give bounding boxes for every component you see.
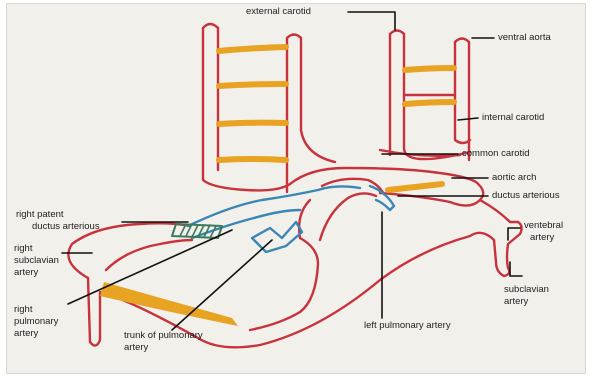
- label-right-pulmonary-line1: right: [14, 304, 32, 315]
- left-top-cap: [203, 24, 218, 28]
- label-right-subclavian-line2: subclavian: [14, 255, 59, 266]
- label-right-pulmonary-line2: pulmonary: [14, 316, 58, 327]
- arch-rung-4: [219, 159, 286, 160]
- trunk-pulmonary-blue: [252, 222, 302, 252]
- label-trunk-pulmonary-line2: artery: [124, 342, 148, 353]
- label-internal-carotid: internal carotid: [482, 112, 544, 123]
- center-left-top-cap: [287, 35, 301, 39]
- label-right-subclavian-line1: right: [14, 243, 32, 254]
- right-arch-curve: [320, 193, 376, 240]
- label-ventral-aorta: ventral aorta: [498, 32, 551, 43]
- label-right-subclavian-line3: artery: [14, 267, 38, 278]
- common-carotid-line: [380, 150, 460, 156]
- right-rung-2: [405, 102, 454, 104]
- right-rung-1: [405, 68, 454, 70]
- label-subclavian-line1: subclavian: [504, 284, 549, 295]
- right-ladder-left-wall: [455, 42, 470, 143]
- label-subclavian-line2: artery: [504, 296, 528, 307]
- leader-subclavian: [510, 262, 522, 276]
- leader-internal-carotid: [458, 118, 478, 120]
- left-outer-vessel-wall: [203, 28, 290, 190]
- arch-rung-2: [219, 84, 286, 86]
- label-external-carotid: external carotid: [246, 6, 311, 17]
- pulmonary-blue-upper: [188, 186, 360, 226]
- label-left-pulmonary: left pulmonary artery: [364, 320, 451, 331]
- center-left-inner-wall: [301, 38, 335, 162]
- pulmonary-blue-lower: [192, 210, 300, 238]
- label-vertebral-line2: artery: [530, 232, 554, 243]
- right-ladder-top-cap: [455, 39, 469, 43]
- leader-external-carotid: [348, 12, 395, 30]
- common-carotid-u: [318, 34, 390, 160]
- ductus-orange: [388, 184, 442, 190]
- label-right-patent-line1: right patent: [16, 209, 64, 220]
- arch-rung-1: [219, 47, 286, 51]
- leader-lines: [62, 12, 522, 330]
- label-ductus-arterious: ductus arterious: [492, 190, 560, 201]
- central-u-right-wall-inner: [404, 34, 470, 159]
- aortic-arch-outer: [290, 168, 483, 206]
- label-right-pulmonary-line3: artery: [14, 328, 38, 339]
- arch-rung-3: [219, 123, 286, 124]
- left-subclavian-upper-wall: [470, 200, 522, 276]
- label-common-carotid: common carotid: [462, 148, 530, 159]
- label-right-patent-line2: ductus arterious: [32, 221, 100, 232]
- right-subclavian-inner: [106, 240, 192, 270]
- descending-aorta-inner: [250, 238, 318, 330]
- leader-right-pulmonary: [68, 230, 232, 304]
- label-vertebral-line1: ventebral: [524, 220, 563, 231]
- label-aortic-arch: aortic arch: [492, 172, 536, 183]
- label-trunk-pulmonary-line1: trunk of pulmonary: [124, 330, 203, 341]
- central-u-top-cap: [390, 31, 404, 35]
